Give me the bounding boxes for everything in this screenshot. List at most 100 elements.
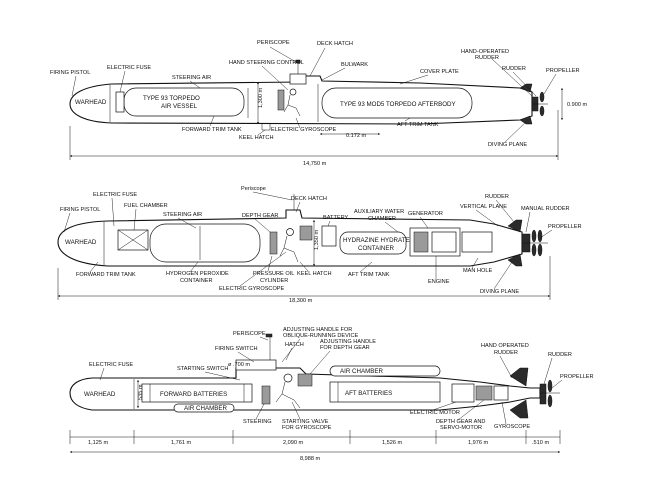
label-hydrazine-2b: CONTAINER [358,245,395,252]
label-man-hole-2: MAN HOLE [463,268,492,274]
label-electric-fuse-2: ELECTRIC FUSE [93,192,137,198]
label-propeller-2: PROPELLER [548,224,582,230]
label-hand-rudder-3b: RUDDER [494,350,518,356]
label-electric-fuse-3: ELECTRIC FUSE [89,362,133,368]
label-aft-batteries-3: AFT BATTERIES [345,390,392,397]
label-aft-trim-tank-2: AFT TRIM TANK [348,272,390,278]
label-hydrogen-2a: HYDROGEN PEROXIDE [166,271,229,277]
label-periscope-1: PERISCOPE [257,40,290,46]
label-hatch-3: HATCH [285,342,304,348]
label-pressure-oil-2a: PRESSURE OIL [253,271,294,277]
label-warhead-3: WARHEAD [84,391,116,398]
label-seg-4: 1,526 m [382,440,403,446]
label-dim-height-1: 1,300 m [258,87,264,108]
label-keel-hatch-1: KEEL HATCH [239,135,274,141]
forward-batteries-3 [141,383,253,403]
label-fuel-chamber-2: FUEL CHAMBER [124,203,168,209]
label-firing-pistol-1: FIRING PISTOL [50,70,90,76]
label-seg-1: 1,125 m [88,440,109,446]
label-hand-rudder-3a: HAND OPERATED [481,343,529,349]
label-dim-diameter-1: 0.900 m [567,102,588,108]
conning-tower-3 [235,359,277,371]
label-adjusting-depth-3b: FOR DEPTH GEAR [320,345,370,351]
label-deck-hatch-2: DECK HATCH [291,196,327,202]
label-starting-valve-3a: STARTING VALVE [282,419,329,425]
label-warhead-2: WARHEAD [65,239,97,246]
diagram-2-kaiten-type2: Periscope DECK HATCH ELECTRIC FUSE FUEL … [57,186,582,304]
label-firing-pistol-2: FIRING PISTOL [60,207,100,213]
electric-motor-3 [451,383,475,403]
label-propeller-1: PROPELLER [546,68,580,74]
label-rudder-2: RUDDER [485,194,509,200]
label-rudder-3: RUDDER [548,352,572,358]
label-air-vessel-1b: AIR VESSEL [161,103,198,110]
label-warhead-1: WARHEAD [75,99,107,106]
air-chamber-bottom-3 [173,403,235,413]
label-seg-3: 2,090 m [283,440,304,446]
label-forward-trim-tank-2: FORWARD TRIM TANK [76,272,136,278]
label-engine-2: ENGINE [428,279,450,285]
label-seg-6: .510 m [532,440,549,446]
label-steering-air-1: STEERING AIR [172,75,211,81]
label-depth-gear-3b: SERVO-MOTOR [440,425,482,431]
label-forward-trim-tank-1: FORWARD TRIM TANK [182,127,242,133]
air-vessel-1 [123,87,245,117]
label-diving-plane-1: DIVING PLANE [488,142,527,148]
label-periscope-3: PERISCOPE [233,331,266,337]
label-hydrogen-2b: CONTAINER [180,278,213,284]
label-steering-air-2: STEERING AIR [163,212,202,218]
afterbody-1 [321,87,473,119]
label-adjusting-handle-3a: ADJUSTING HANDLE FOR [283,327,352,333]
label-manual-rudder-2: MANUAL RUDDER [521,206,570,212]
label-forward-batteries-3: FORWARD BATTERIES [160,391,227,398]
diagram-3-electric-torpedo: ADJUSTING HANDLE FOR OBLIQUE-RUNNING DEV… [69,327,594,462]
label-hand-operated-1: HAND-OPERATED [461,49,509,55]
label-dim-length-2: 18,300 m [289,298,313,304]
label-bulwark-1: BULWARK [341,62,368,68]
label-hand-operated-rudder-1: RUDDER [475,55,499,61]
label-air-chamber-top-3: AIR CHAMBER [340,368,384,375]
label-depth-gear-3a: DEPTH GEAR AND [436,419,485,425]
label-steering-3: STEERING [243,419,272,425]
label-hydrazine-2a: HYDRAZINE HYDRATE [343,237,410,244]
label-starting-valve-3b: FOR GYROSCOPE [282,425,332,431]
conning-tower-1 [289,73,307,85]
label-firing-switch-3: FIRING SWITCH [215,346,258,352]
propeller-1 [532,91,548,117]
label-aft-trim-tank-1: AFT TRIM TANK [397,122,439,128]
label-periscope-2: Periscope [241,186,266,192]
air-chamber-top-3 [329,365,441,377]
hydrazine-container-2 [339,231,407,255]
pilot-1 [277,88,301,117]
pilot-2 [269,225,313,263]
label-dim-height-3: 535 m [138,384,144,400]
label-air-chamber-bottom-3: AIR CHAMBER [184,405,228,412]
label-dim-height-2: 1,350 m [314,229,320,250]
label-adjusting-depth-3a: ADJUSTING HANDLE [320,339,376,345]
label-gyroscope-3: GYROSCOPE [494,424,530,430]
label-hand-steering-control-1: HAND STEERING CONTROL [229,60,304,66]
diagram-1-kaiten-type1: PERISCOPE DECK HATCH HAND STEERING CONTR… [50,40,588,167]
label-electric-gyroscope-2: ELECTRIC GYROSCOPE [219,286,285,292]
label-electric-motor-3: ELECTRIC MOTOR [410,410,460,416]
label-aux-water-2a: AUXILIARY WATER [354,209,404,215]
label-seg-5: 1,976 m [468,440,489,446]
label-electric-fuse-1: ELECTRIC FUSE [107,65,151,71]
label-dim-length-1: 14,750 m [303,161,327,167]
propeller-3 [540,379,560,408]
label-dim-length-3: 8,988 m [300,456,321,462]
hydrogen-peroxide-container-2 [149,223,261,263]
label-pressure-oil-2b: CYLINDER [260,278,288,284]
label-aux-water-2b: CHAMBER [368,216,396,222]
label-rudder-1: RUDDER [502,66,526,72]
label-battery-2: BATTERY [323,215,349,221]
propeller-2 [522,229,548,257]
label-cover-plate-1: COVER PLATE [420,69,459,75]
label-deck-hatch-1: DECK HATCH [317,41,353,47]
label-keel-hatch-2: KEEL HATCH [297,271,332,277]
label-diving-plane-2: DIVING PLANE [480,289,519,295]
label-air-vessel-1a: TYPE 93 TORPEDO [143,95,200,102]
label-seg-2: 1,761 m [171,440,192,446]
pilot-3 [261,373,313,409]
